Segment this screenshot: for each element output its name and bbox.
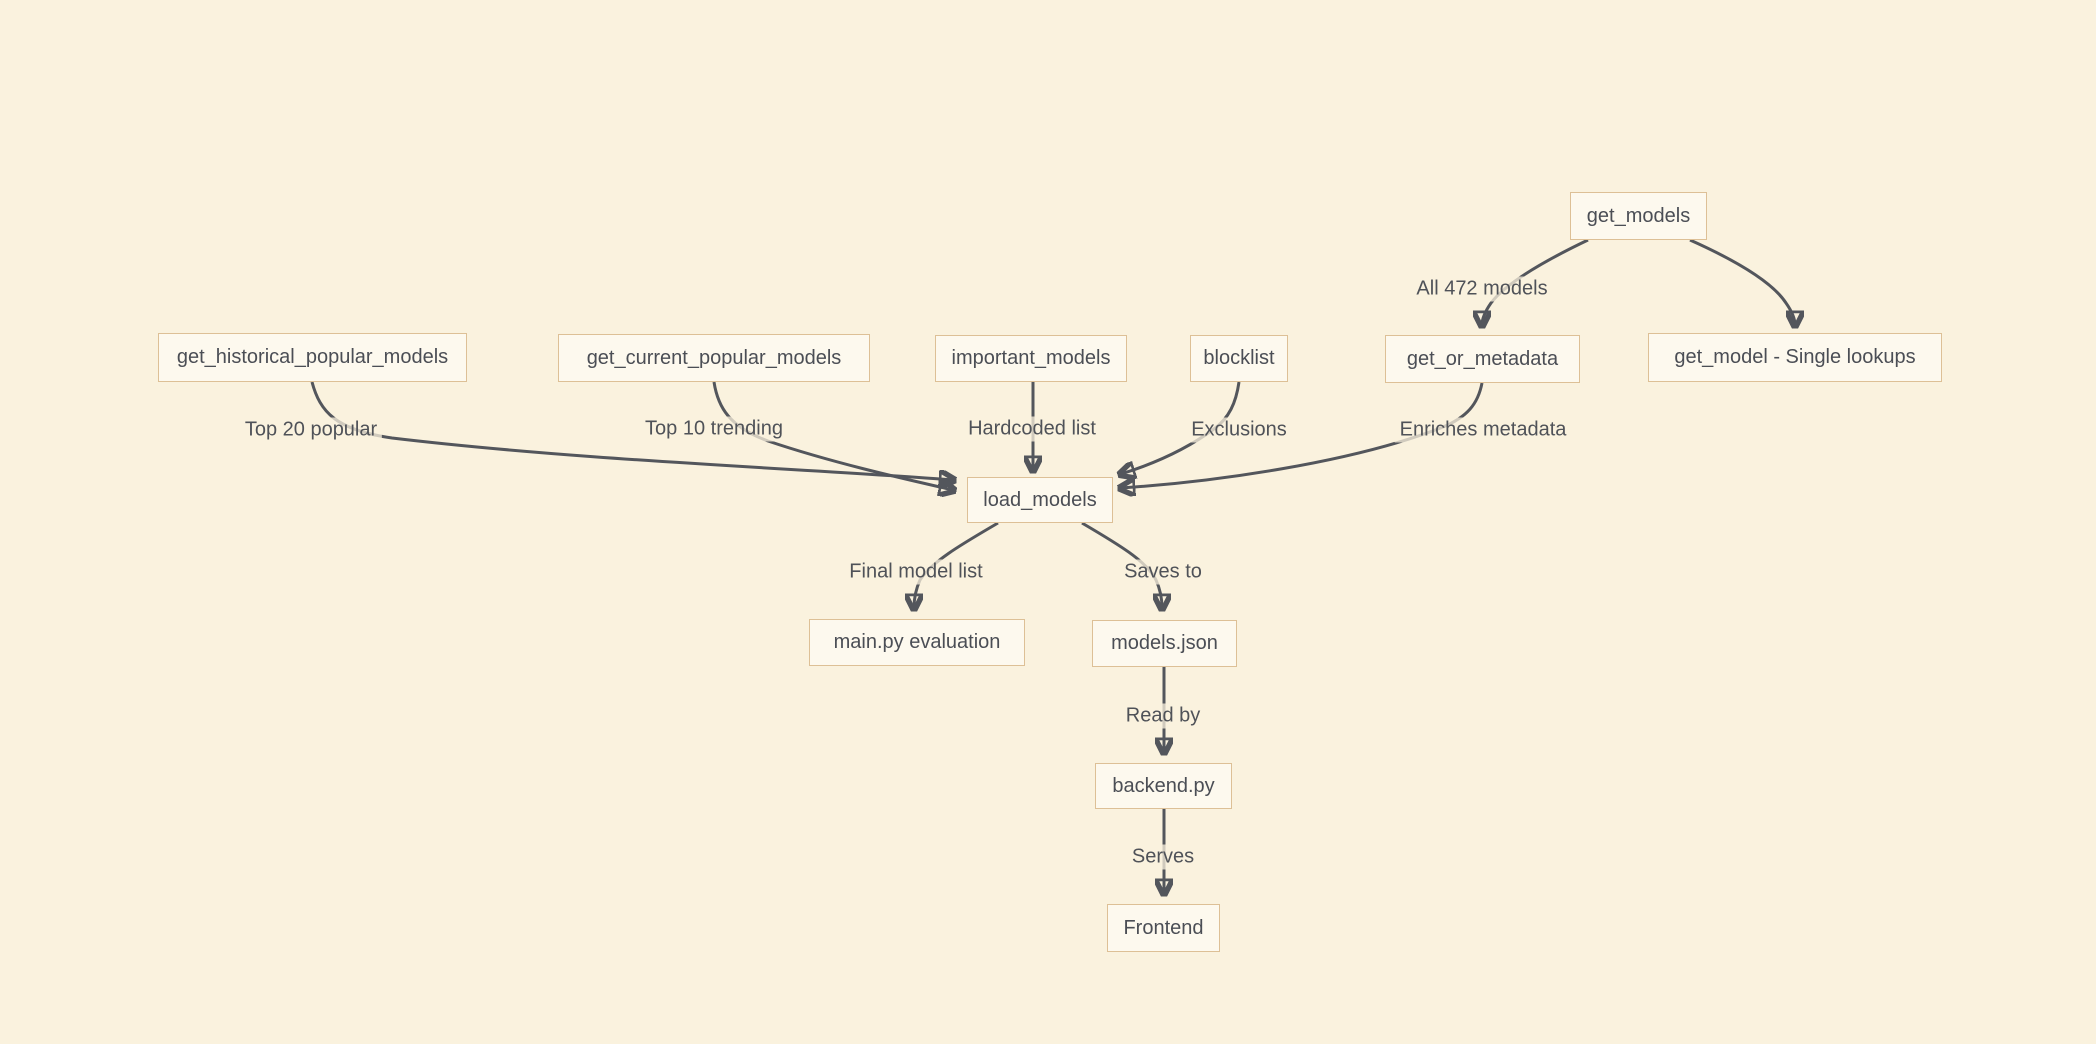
node-load-models: load_models xyxy=(967,477,1113,523)
edge-label-exclusions: Exclusions xyxy=(1186,417,1292,443)
node-get-current-popular-models: get_current_popular_models xyxy=(558,334,870,382)
edge-label-enriches-metadata: Enriches metadata xyxy=(1394,417,1572,443)
edge-historical-to-load-models xyxy=(310,381,953,480)
edge-label-top-20-popular: Top 20 popular xyxy=(239,417,383,443)
node-get-model-single-lookups: get_model - Single lookups xyxy=(1648,333,1942,382)
node-models-json: models.json xyxy=(1092,620,1237,667)
edge-label-top-10-trending: Top 10 trending xyxy=(640,416,788,442)
edge-label-final-model-list: Final model list xyxy=(844,559,988,585)
edge-current-to-load-models xyxy=(712,381,953,490)
edge-get-or-metadata-to-load-models xyxy=(1121,382,1484,488)
edge-label-read-by: Read by xyxy=(1120,703,1206,729)
edge-label-all-472-models: All 472 models xyxy=(1411,276,1553,302)
node-get-models: get_models xyxy=(1570,192,1707,240)
node-frontend: Frontend xyxy=(1107,904,1220,952)
edge-label-serves: Serves xyxy=(1126,844,1200,870)
edge-label-saves-to: Saves to xyxy=(1119,559,1207,585)
node-get-or-metadata: get_or_metadata xyxy=(1385,335,1580,383)
node-main-py-evaluation: main.py evaluation xyxy=(809,619,1025,666)
node-get-historical-popular-models: get_historical_popular_models xyxy=(158,333,467,382)
node-important-models: important_models xyxy=(935,335,1127,382)
edge-get-models-to-get-model-single-lookups xyxy=(1689,238,1795,325)
node-blocklist: blocklist xyxy=(1190,335,1288,382)
node-backend-py: backend.py xyxy=(1095,763,1232,809)
edge-label-hardcoded-list: Hardcoded list xyxy=(963,416,1101,442)
